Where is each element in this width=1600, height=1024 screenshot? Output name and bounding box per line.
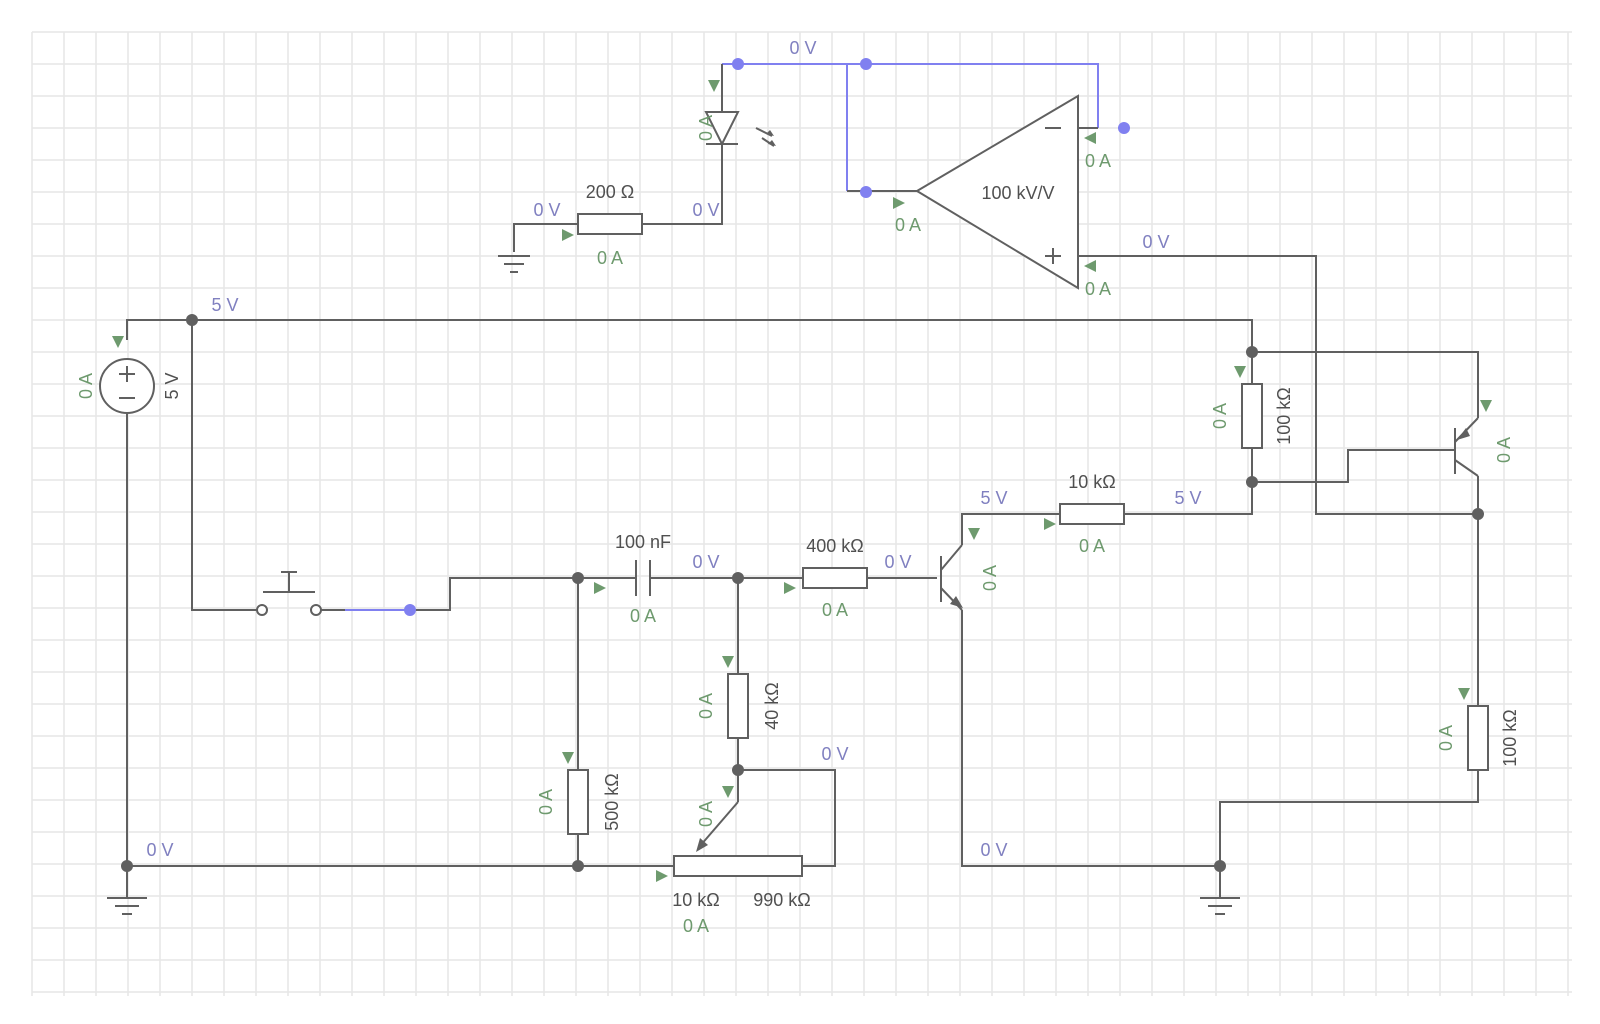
led[interactable] (704, 111, 776, 147)
wires (126, 63, 1479, 867)
current-opamp-plus: 0 A (1085, 279, 1111, 299)
capacitor[interactable] (635, 560, 651, 596)
labels: 100 kV/V 200 Ω 10 kΩ 100 nF 400 kΩ 10 kΩ… (76, 38, 1520, 936)
arrow-down-icon (722, 656, 734, 668)
arrow-down-icon (1480, 400, 1492, 412)
r100k-low-label: 100 kΩ (1500, 709, 1520, 767)
current-npn: 0 A (980, 565, 1000, 591)
current-arrows (112, 80, 1492, 882)
pnp-base-wire[interactable] (961, 448, 1455, 545)
current-cap: 0 A (630, 606, 656, 626)
ground-symbol-right[interactable] (1200, 866, 1240, 915)
op-amp[interactable] (915, 94, 1079, 290)
resistor-200[interactable] (577, 213, 643, 235)
voltage-r200-left: 0 V (533, 200, 560, 220)
voltage-pot-wiper: 0 V (821, 744, 848, 764)
resistor-100k-low[interactable] (1467, 705, 1489, 771)
voltage-npn-collector: 5 V (980, 488, 1007, 508)
r100k-top-label: 100 kΩ (1274, 387, 1294, 445)
current-led: 0 A (696, 115, 716, 141)
r40k-label: 40 kΩ (762, 682, 782, 729)
ground-symbol-led[interactable] (498, 255, 530, 273)
feedback-wire[interactable] (722, 63, 1099, 191)
voltage-npn-emitter: 0 V (980, 840, 1007, 860)
voltage-r10k-right: 5 V (1174, 488, 1201, 508)
resistor-100k-top[interactable] (1241, 383, 1263, 449)
resistor-10k[interactable] (1059, 503, 1125, 525)
r10k-label: 10 kΩ (1068, 472, 1115, 492)
arrow-right-icon (594, 582, 606, 594)
arrow-left-icon (1084, 260, 1096, 272)
arrow-down-icon (708, 80, 720, 92)
current-r200: 0 A (597, 248, 623, 268)
voltage-npn-base: 0 V (884, 552, 911, 572)
arrow-down-icon (1234, 366, 1246, 378)
current-r100k-low: 0 A (1436, 725, 1456, 751)
current-opamp-minus: 0 A (1085, 151, 1111, 171)
arrow-down-icon (968, 528, 980, 540)
voltage-cap-right: 0 V (692, 552, 719, 572)
current-r400k: 0 A (822, 600, 848, 620)
current-opamp-out: 0 A (895, 215, 921, 235)
cap-label: 100 nF (615, 532, 671, 552)
voltage-ground-left: 0 V (146, 840, 173, 860)
current-r500k: 0 A (536, 789, 556, 815)
pnp-transistor[interactable] (1454, 417, 1479, 477)
arrow-left-icon (1084, 132, 1096, 144)
arrow-down-icon (722, 786, 734, 798)
current-r100k-top: 0 A (1210, 403, 1230, 429)
arrow-down-icon (112, 336, 124, 348)
voltage-source[interactable] (99, 358, 155, 414)
arrow-down-icon (1458, 688, 1470, 700)
arrow-right-icon (784, 582, 796, 594)
current-r40k: 0 A (696, 693, 716, 719)
npn-transistor[interactable] (940, 544, 963, 611)
resistor-500k[interactable] (567, 769, 589, 835)
ground-symbol-left[interactable] (107, 866, 147, 915)
potentiometer[interactable] (673, 801, 803, 877)
current-pot-wiper: 0 A (696, 801, 716, 827)
resistor-400k[interactable] (802, 567, 868, 589)
voltage-opamp-plus: 0 V (1142, 232, 1169, 252)
arrow-right-icon (562, 229, 574, 241)
pot-right-label: 990 kΩ (753, 890, 811, 910)
current-r10k: 0 A (1079, 536, 1105, 556)
grid (31, 31, 1572, 996)
switch-feed-wire[interactable] (191, 320, 260, 611)
junction-nodes (121, 58, 1484, 872)
arrow-right-icon (893, 197, 905, 209)
arrow-right-icon (1044, 518, 1056, 530)
opamp-gain-label: 100 kV/V (981, 183, 1054, 203)
voltage-supply: 5 V (211, 295, 238, 315)
r500k-label: 500 kΩ (602, 773, 622, 831)
r400k-label: 400 kΩ (806, 536, 864, 556)
arrow-down-icon (562, 752, 574, 764)
r200-label: 200 Ω (586, 182, 635, 202)
current-pot: 0 A (683, 916, 709, 936)
voltage-led-top: 0 V (789, 38, 816, 58)
bias-divider-wire[interactable] (127, 578, 836, 867)
input-wire[interactable] (410, 577, 937, 611)
npn-emitter-wire[interactable] (961, 610, 1220, 867)
voltage-r200-right: 0 V (692, 200, 719, 220)
resistor-40k[interactable] (727, 673, 749, 739)
push-button[interactable] (256, 571, 345, 616)
current-vsrc: 0 A (76, 373, 96, 399)
arrow-right-icon (656, 870, 668, 882)
opamp-plus-wire[interactable] (1078, 255, 1478, 515)
current-pnp: 0 A (1494, 437, 1514, 463)
vsrc-label: 5 V (162, 372, 182, 399)
pot-left-label: 10 kΩ (672, 890, 719, 910)
led-wire[interactable] (513, 64, 723, 252)
